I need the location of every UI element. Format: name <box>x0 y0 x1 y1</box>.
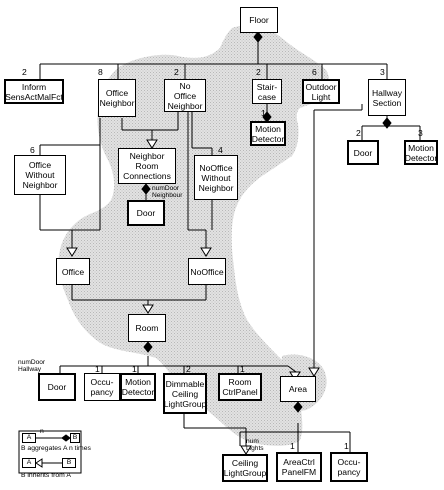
legend-aggregation-a: A <box>22 433 36 443</box>
staircase-motion-detector-box[interactable]: Motion Detector <box>250 121 286 146</box>
dimmable-ceiling-lightgroup-box[interactable]: Dimmable Ceiling LightGroup <box>163 373 207 414</box>
room-door-box[interactable]: Door <box>38 373 76 401</box>
hallway-door-box[interactable]: Door <box>347 140 379 165</box>
multiplicity-outdoor-light: 6 <box>312 67 317 77</box>
inform-sens-act-malfct-box[interactable]: Inform SensActMalFct <box>4 79 64 104</box>
multiplicity-staircase-motion-detector: 1 <box>261 108 266 118</box>
multiplicity-no-office-neighbor: 2 <box>174 67 179 77</box>
room-ctrl-panel-box[interactable]: Room CtrlPanel <box>218 373 262 401</box>
room-box[interactable]: Room <box>128 314 166 342</box>
area-ctrl-panel-box[interactable]: AreaCtrl PanelFM <box>276 452 322 482</box>
role-label-num-door-neighbour: numDoor Neighbour <box>152 185 183 199</box>
multiplicity-nooffice-without-neighbor: 4 <box>218 145 223 155</box>
outdoor-light-box[interactable]: Outdoor Light <box>302 79 340 104</box>
office-box[interactable]: Office <box>56 258 90 285</box>
multiplicity-office-neighbor: 8 <box>98 67 103 77</box>
aggregation-diamond <box>141 183 151 195</box>
office-neighbor-box[interactable]: Office Neighbor <box>98 79 136 117</box>
multiplicity-hallway-door: 2 <box>356 128 361 138</box>
ceiling-lightgroup-box[interactable]: Ceiling LightGroup <box>222 454 268 482</box>
multiplicity-hallway-motion-detector: 3 <box>418 128 423 138</box>
room-motion-detector-box[interactable]: Motion Detector <box>120 373 156 401</box>
multiplicity-room-ctrl-panel: 1 <box>240 364 245 374</box>
multiplicity-dimmable-ceiling-lightgroup: 2 <box>186 364 191 374</box>
multiplicity-room-motion-detector: 1 <box>132 364 137 374</box>
inheritance-arrow <box>200 247 212 257</box>
staircase-box[interactable]: Stair- case <box>252 79 282 104</box>
hallway-motion-detector-box[interactable]: Motion Detector <box>404 140 438 165</box>
multiplicity-area-ctrl-panel: 1 <box>290 441 295 451</box>
area-occupancy-box[interactable]: Occu- pancy <box>330 452 368 482</box>
multiplicity-staircase: 2 <box>256 67 261 77</box>
nooffice-without-neighbor-box[interactable]: NoOffice Without Neighbor <box>194 155 238 200</box>
multiplicity-occupancy: 1 <box>95 364 100 374</box>
hallway-section-box[interactable]: Hallway Section <box>368 79 406 116</box>
multiplicity-office-without-neighbor: 6 <box>30 145 35 155</box>
inheritance-arrow <box>142 304 154 314</box>
area-box[interactable]: Area <box>280 376 316 402</box>
aggregation-diamond <box>382 117 392 129</box>
legend-inheritance-b: B <box>62 458 76 468</box>
legend-inheritance-a: A <box>22 458 36 468</box>
legend-aggregation-b: B <box>70 433 80 443</box>
role-label-num-lights: num Lights <box>246 438 264 452</box>
inheritance-arrow <box>66 247 78 257</box>
role-label-num-door-hallway: numDoor Hallway <box>18 359 46 373</box>
legend-aggregation-n: n <box>40 428 44 435</box>
legend-inheritance-text: B inherits from A <box>21 472 71 479</box>
inheritance-arrow <box>240 445 252 455</box>
legend-aggregation-text: B aggregates A n times <box>21 445 91 452</box>
connections-door-box[interactable]: Door <box>127 200 165 226</box>
multiplicity-inform: 2 <box>22 67 27 77</box>
office-without-neighbor-box[interactable]: Office Without Neighbor <box>14 155 66 195</box>
nooffice-box[interactable]: NoOffice <box>188 258 226 285</box>
aggregation-diamond <box>293 401 303 413</box>
occupancy-box[interactable]: Occu- pancy <box>84 373 120 401</box>
aggregation-diamond <box>253 31 263 43</box>
aggregation-diamond <box>143 341 153 353</box>
inheritance-arrow <box>308 367 320 377</box>
multiplicity-hallway-section: 3 <box>380 67 385 77</box>
no-office-neighbor-box[interactable]: No Office Neighbor <box>164 79 206 112</box>
floor-box[interactable]: Floor <box>240 7 278 33</box>
multiplicity-area-occupancy: 1 <box>344 441 349 451</box>
neighbor-room-connections-box[interactable]: Neighbor Room Connections <box>118 148 176 184</box>
inheritance-arrow <box>146 139 158 149</box>
